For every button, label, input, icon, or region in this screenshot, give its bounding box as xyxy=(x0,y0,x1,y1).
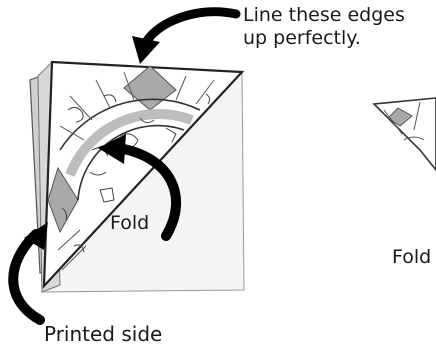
line-edges-arrow xyxy=(146,12,236,42)
line-edges-label-line2: up perfectly. xyxy=(243,27,361,49)
printed-side-arrow xyxy=(13,234,40,320)
line-edges-arrowhead xyxy=(132,36,160,64)
right-folded-triangle xyxy=(374,98,436,170)
fold-label: Fold xyxy=(110,212,149,234)
printed-side-label: Printed side xyxy=(44,322,162,346)
fold-label-right: Fold xyxy=(392,246,431,268)
line-edges-label-line1: Line these edges xyxy=(243,4,405,26)
